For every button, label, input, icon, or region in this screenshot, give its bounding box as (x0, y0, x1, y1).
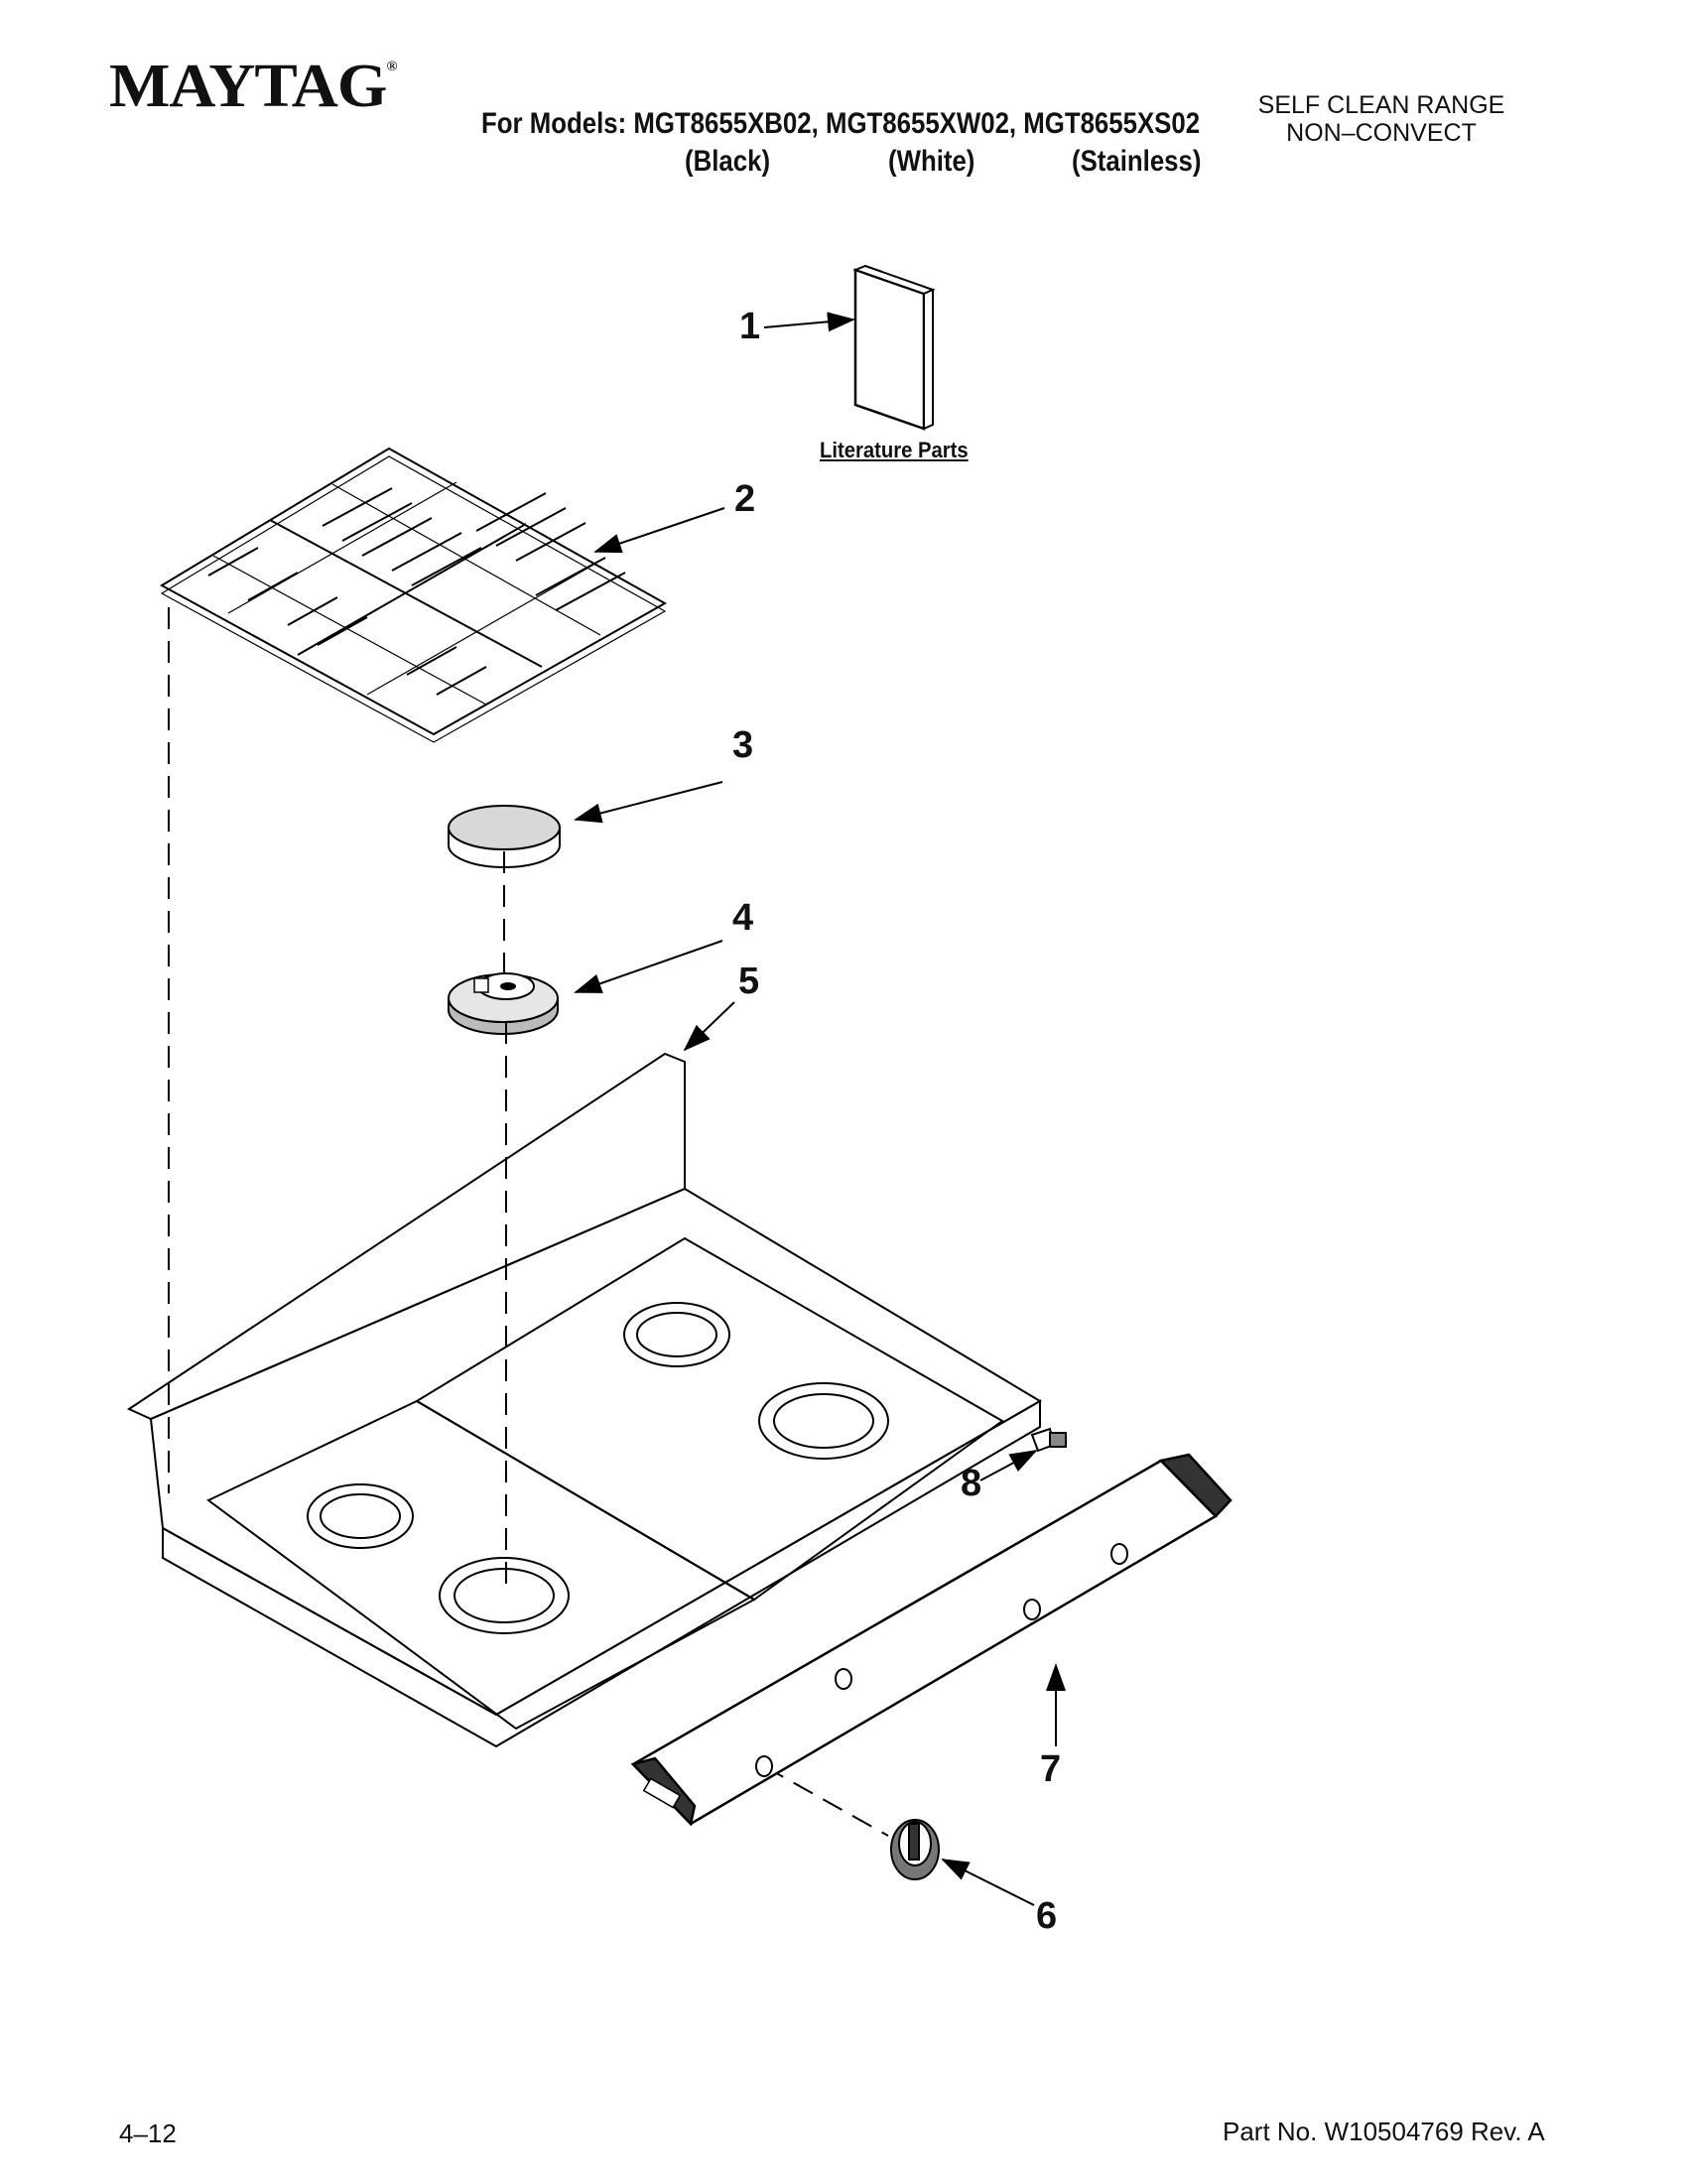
cooktop-panel (126, 1052, 1042, 1748)
brand-name: MAYTAG (109, 53, 387, 120)
burner-grate (159, 447, 668, 743)
leader-line-4 (574, 940, 723, 993)
range-type-line-2: NON–CONVECT (1286, 119, 1477, 147)
maytag-logo: MAYTAG® (109, 52, 397, 122)
callout-2: 2 (734, 478, 756, 520)
callout-8: 8 (961, 1463, 982, 1504)
range-type-line-1: SELF CLEAN RANGE (1257, 91, 1505, 119)
callout-1: 1 (739, 306, 761, 347)
leader-line-6 (941, 1859, 1035, 1906)
callout-6: 6 (1036, 1895, 1058, 1937)
footer-date: 4–12 (119, 2119, 177, 2148)
leader-line-2 (593, 507, 725, 554)
callout-3: 3 (732, 724, 754, 766)
literature-book (852, 264, 936, 431)
callout-4: 4 (732, 897, 754, 939)
screw (1030, 1427, 1067, 1453)
leader-line-5 (683, 1001, 735, 1052)
leader-line-1 (763, 312, 855, 332)
cooktop-burner-ports (307, 1302, 889, 1634)
variant-black: (Black) (685, 145, 771, 178)
burner-base (448, 972, 559, 1035)
variant-white: (White) (888, 145, 975, 178)
leader-line-8 (979, 1450, 1038, 1481)
trademark-symbol: ® (386, 60, 397, 74)
models-line: For Models: MGT8655XB02, MGT8655XW02, MG… (481, 107, 1201, 140)
manifold-panel (630, 1453, 1233, 1827)
callout-7: 7 (1040, 1748, 1062, 1790)
assembly-guide-lines (168, 607, 889, 1837)
variant-stainless: (Stainless) (1072, 145, 1202, 178)
manifold-knob-holes (755, 1543, 1128, 1777)
leader-line-3 (574, 781, 723, 824)
burner-cap (448, 805, 561, 868)
callout-5: 5 (738, 961, 760, 1002)
footer-part-number: Part No. W10504769 Rev. A (1223, 2117, 1545, 2146)
control-knob (890, 1819, 940, 1880)
range-type: SELF CLEAN RANGE NON–CONVECT (1252, 91, 1510, 147)
literature-parts-label: Literature Parts (820, 438, 969, 462)
